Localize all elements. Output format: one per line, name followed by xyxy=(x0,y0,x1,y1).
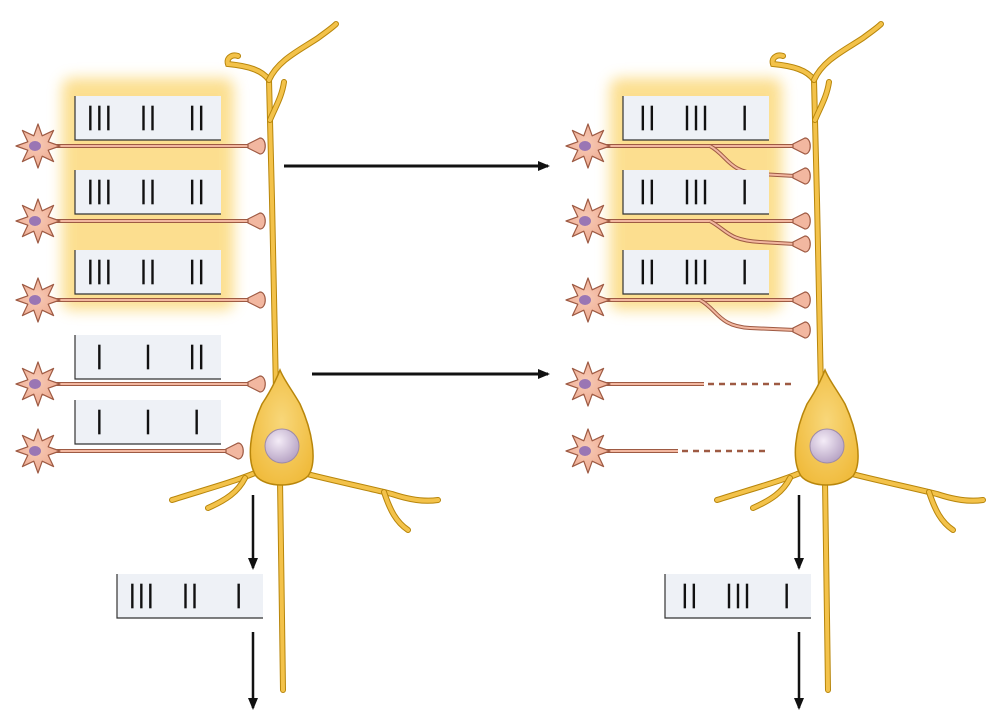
input-row xyxy=(565,428,768,474)
dendrite-fill xyxy=(835,468,985,503)
sprouted-axon-fill xyxy=(709,220,796,245)
presynaptic-nucleus xyxy=(29,446,41,456)
spike-panel-axis xyxy=(74,170,221,215)
spike-panel-axis xyxy=(74,335,221,380)
input-row xyxy=(15,170,266,244)
dendrite-fill xyxy=(751,476,792,510)
spike-panel xyxy=(75,96,221,140)
spike-panel-axis xyxy=(74,96,221,141)
dendrite-fill xyxy=(206,476,247,510)
soma-nucleus xyxy=(809,428,845,464)
spike-panel xyxy=(75,250,221,294)
presynaptic-nucleus xyxy=(29,141,41,151)
input-row xyxy=(565,96,811,185)
presynaptic-nucleus xyxy=(579,446,591,456)
input-row xyxy=(15,250,266,323)
input-row xyxy=(565,250,811,339)
spike-panel xyxy=(117,574,263,618)
dendrite-fill xyxy=(715,468,809,502)
input-row xyxy=(565,361,795,407)
dendrite-fill xyxy=(823,478,830,692)
left-inputs xyxy=(15,96,266,474)
synaptic-terminal xyxy=(225,442,244,460)
spike-panel-axis xyxy=(74,250,221,295)
spike-panel-axis xyxy=(74,400,221,445)
dendrite-fill xyxy=(813,80,831,122)
postsynaptic-neuron-left xyxy=(169,21,441,693)
soma-nucleus xyxy=(264,428,300,464)
synaptic-terminal xyxy=(792,167,811,185)
presynaptic-nucleus xyxy=(579,216,591,226)
dendrite-fill xyxy=(225,53,271,82)
presynaptic-nucleus xyxy=(29,216,41,226)
dendrite-fill xyxy=(812,22,883,82)
presynaptic-nucleus xyxy=(29,295,41,305)
input-row xyxy=(15,96,266,169)
synaptic-terminal xyxy=(792,212,811,230)
dendrite-fill xyxy=(290,468,440,503)
synaptic-terminal xyxy=(247,291,266,309)
left-output xyxy=(116,495,263,710)
right-inputs xyxy=(565,96,811,474)
synaptic-terminal xyxy=(247,137,266,155)
presynaptic-nucleus xyxy=(29,379,41,389)
input-row xyxy=(15,335,266,407)
dendrite-fill xyxy=(770,53,816,82)
postsynaptic-neuron-right xyxy=(714,21,986,693)
input-row xyxy=(15,400,244,474)
sprouted-axon-fill xyxy=(699,299,796,331)
spike-panel-axis xyxy=(622,170,769,215)
presynaptic-nucleus xyxy=(579,379,591,389)
spike-panel-axis xyxy=(622,96,769,141)
synaptic-terminal xyxy=(792,137,811,155)
dendrite-fill xyxy=(267,22,338,82)
pyramidal-neuron-icon xyxy=(794,367,859,486)
spike-panel-axis xyxy=(116,574,263,619)
synaptic-terminal xyxy=(247,212,266,230)
dendrite-fill xyxy=(927,490,955,532)
dendrite-fill xyxy=(382,490,410,532)
spike-panel-axis xyxy=(622,250,769,295)
presynaptic-nucleus xyxy=(579,295,591,305)
dendrite-fill xyxy=(278,478,285,692)
presynaptic-nucleus xyxy=(579,141,591,151)
synaptic-terminal xyxy=(792,291,811,309)
spike-panel-axis xyxy=(664,574,811,619)
synaptic-terminal xyxy=(792,321,811,339)
input-row xyxy=(565,170,811,253)
pyramidal-neuron-icon xyxy=(249,367,314,486)
synaptic-terminal xyxy=(792,235,811,253)
synaptic-terminal xyxy=(247,375,266,393)
right-output xyxy=(664,495,811,710)
dendrite-fill xyxy=(268,80,286,122)
dendrite-fill xyxy=(170,468,264,502)
spike-panel xyxy=(75,170,221,214)
